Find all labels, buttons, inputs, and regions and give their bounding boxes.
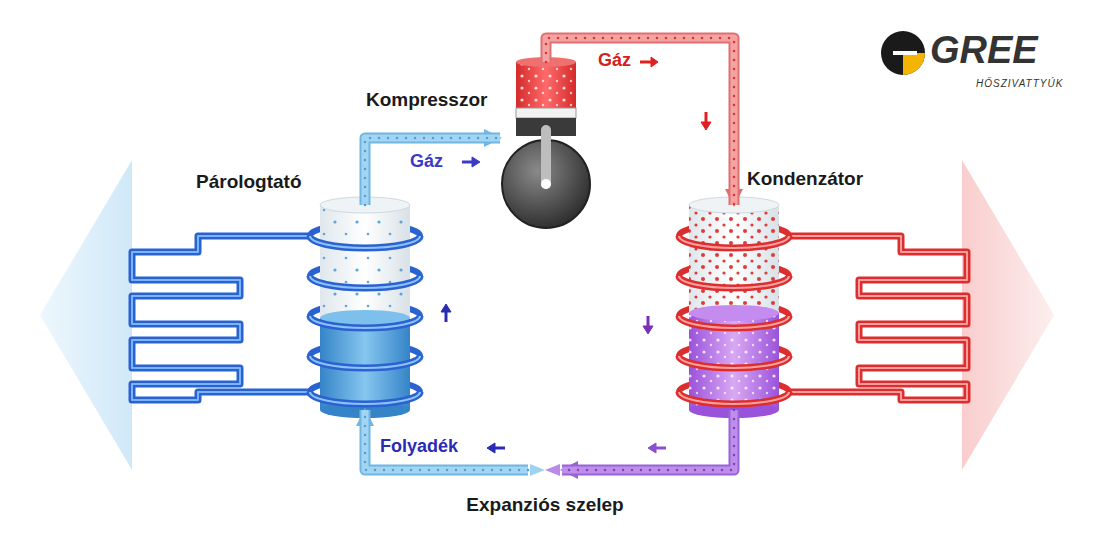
condenser-coil-front bbox=[679, 236, 789, 404]
illustration-part bbox=[541, 179, 551, 189]
illustration-part bbox=[679, 316, 789, 328]
illustration-part bbox=[487, 443, 495, 453]
illustration-part bbox=[310, 316, 420, 328]
flow-label: Folyadék bbox=[380, 436, 458, 458]
illustration-part bbox=[530, 464, 545, 476]
condenser: Kondenzátor bbox=[689, 205, 779, 410]
illustration-part bbox=[310, 236, 420, 248]
expansion-valve-symbol bbox=[530, 464, 560, 476]
illustration-part bbox=[310, 392, 420, 404]
illustration-part bbox=[648, 443, 656, 453]
illustration-part bbox=[441, 304, 451, 312]
refrigerant-pipe bbox=[562, 410, 734, 470]
pipe-outline bbox=[365, 138, 500, 205]
illustration-part bbox=[881, 31, 925, 75]
illustration-part bbox=[545, 464, 560, 476]
refrigerant-pipe bbox=[546, 38, 734, 205]
illustration-part bbox=[541, 130, 551, 184]
refrigerant-pipe bbox=[365, 410, 528, 470]
expansion-valve: Expanziós szelep bbox=[528, 462, 562, 478]
illustration-part bbox=[310, 236, 420, 404]
pipe-dots bbox=[365, 410, 528, 470]
pipe-fill bbox=[562, 410, 734, 470]
illustration-part bbox=[679, 236, 789, 404]
compressor: Kompresszor bbox=[500, 62, 592, 228]
illustration-part bbox=[320, 205, 410, 320]
illustration-part bbox=[310, 276, 420, 288]
refrigerant-pipe bbox=[365, 138, 500, 205]
illustration-part bbox=[310, 236, 420, 248]
illustration-part bbox=[689, 305, 779, 321]
pipe-outline bbox=[562, 410, 734, 470]
illustration-part bbox=[689, 205, 779, 315]
pipe-dots bbox=[562, 410, 734, 470]
illustration-part bbox=[679, 356, 789, 368]
pipe-fill bbox=[365, 138, 500, 205]
illustration-part bbox=[893, 51, 917, 55]
illustration-part bbox=[132, 236, 312, 400]
illustration-part bbox=[651, 57, 658, 67]
illustration-part bbox=[643, 326, 653, 334]
illustration-part bbox=[903, 53, 925, 75]
illustration-part bbox=[310, 276, 420, 288]
pipe-outline bbox=[546, 38, 734, 205]
illustration-part bbox=[132, 236, 312, 400]
cold-air-arrow bbox=[40, 160, 132, 470]
component-label: Expanziós szelep bbox=[466, 494, 623, 517]
illustration-part bbox=[679, 356, 789, 368]
illustration-part bbox=[310, 236, 420, 404]
illustration-part bbox=[787, 236, 967, 400]
component-label: Kondenzátor bbox=[747, 168, 863, 191]
flow-arrow bbox=[441, 57, 711, 453]
condenser-cylinder bbox=[689, 197, 779, 418]
illustration-part bbox=[679, 236, 789, 248]
illustration-part bbox=[679, 316, 789, 328]
component-label: Párologtató bbox=[196, 171, 302, 194]
pipe-dots bbox=[365, 138, 500, 205]
component-label: Kompresszor bbox=[366, 89, 487, 112]
illustration-part bbox=[516, 62, 576, 108]
evaporator-cylinder bbox=[320, 197, 410, 418]
illustration-part bbox=[679, 392, 789, 404]
flow-label: Gáz bbox=[410, 151, 443, 173]
illustration-part bbox=[516, 108, 576, 118]
evaporator-coil-front bbox=[310, 236, 420, 404]
logo-text: GREE bbox=[930, 28, 1038, 74]
illustration-part bbox=[787, 236, 967, 400]
logo-mark bbox=[881, 31, 925, 75]
pipe-fill bbox=[546, 38, 734, 205]
illustration-part bbox=[516, 62, 576, 108]
illustration-part bbox=[310, 392, 420, 404]
illustration-part bbox=[310, 356, 420, 368]
flow-label: Gáz bbox=[598, 50, 631, 72]
logo-subtitle: HŐSZIVATTYÚK bbox=[976, 78, 1063, 90]
illustration-part bbox=[472, 157, 480, 167]
pipe-fill bbox=[365, 410, 528, 470]
pipe-dots bbox=[546, 38, 734, 205]
pipe-outline bbox=[365, 410, 528, 470]
illustration-part bbox=[679, 392, 789, 404]
evaporator: Párologtató bbox=[320, 205, 410, 410]
illustration-part bbox=[679, 236, 789, 248]
illustration-part bbox=[320, 205, 410, 320]
illustration-part bbox=[679, 276, 789, 288]
illustration-part bbox=[701, 122, 711, 130]
illustration-part bbox=[679, 276, 789, 288]
illustration-part bbox=[310, 356, 420, 368]
illustration-part bbox=[689, 205, 779, 315]
compressor-body bbox=[502, 57, 590, 228]
illustration-part bbox=[679, 236, 789, 404]
warm-air-arrow bbox=[962, 160, 1054, 470]
illustration-part bbox=[310, 316, 420, 328]
